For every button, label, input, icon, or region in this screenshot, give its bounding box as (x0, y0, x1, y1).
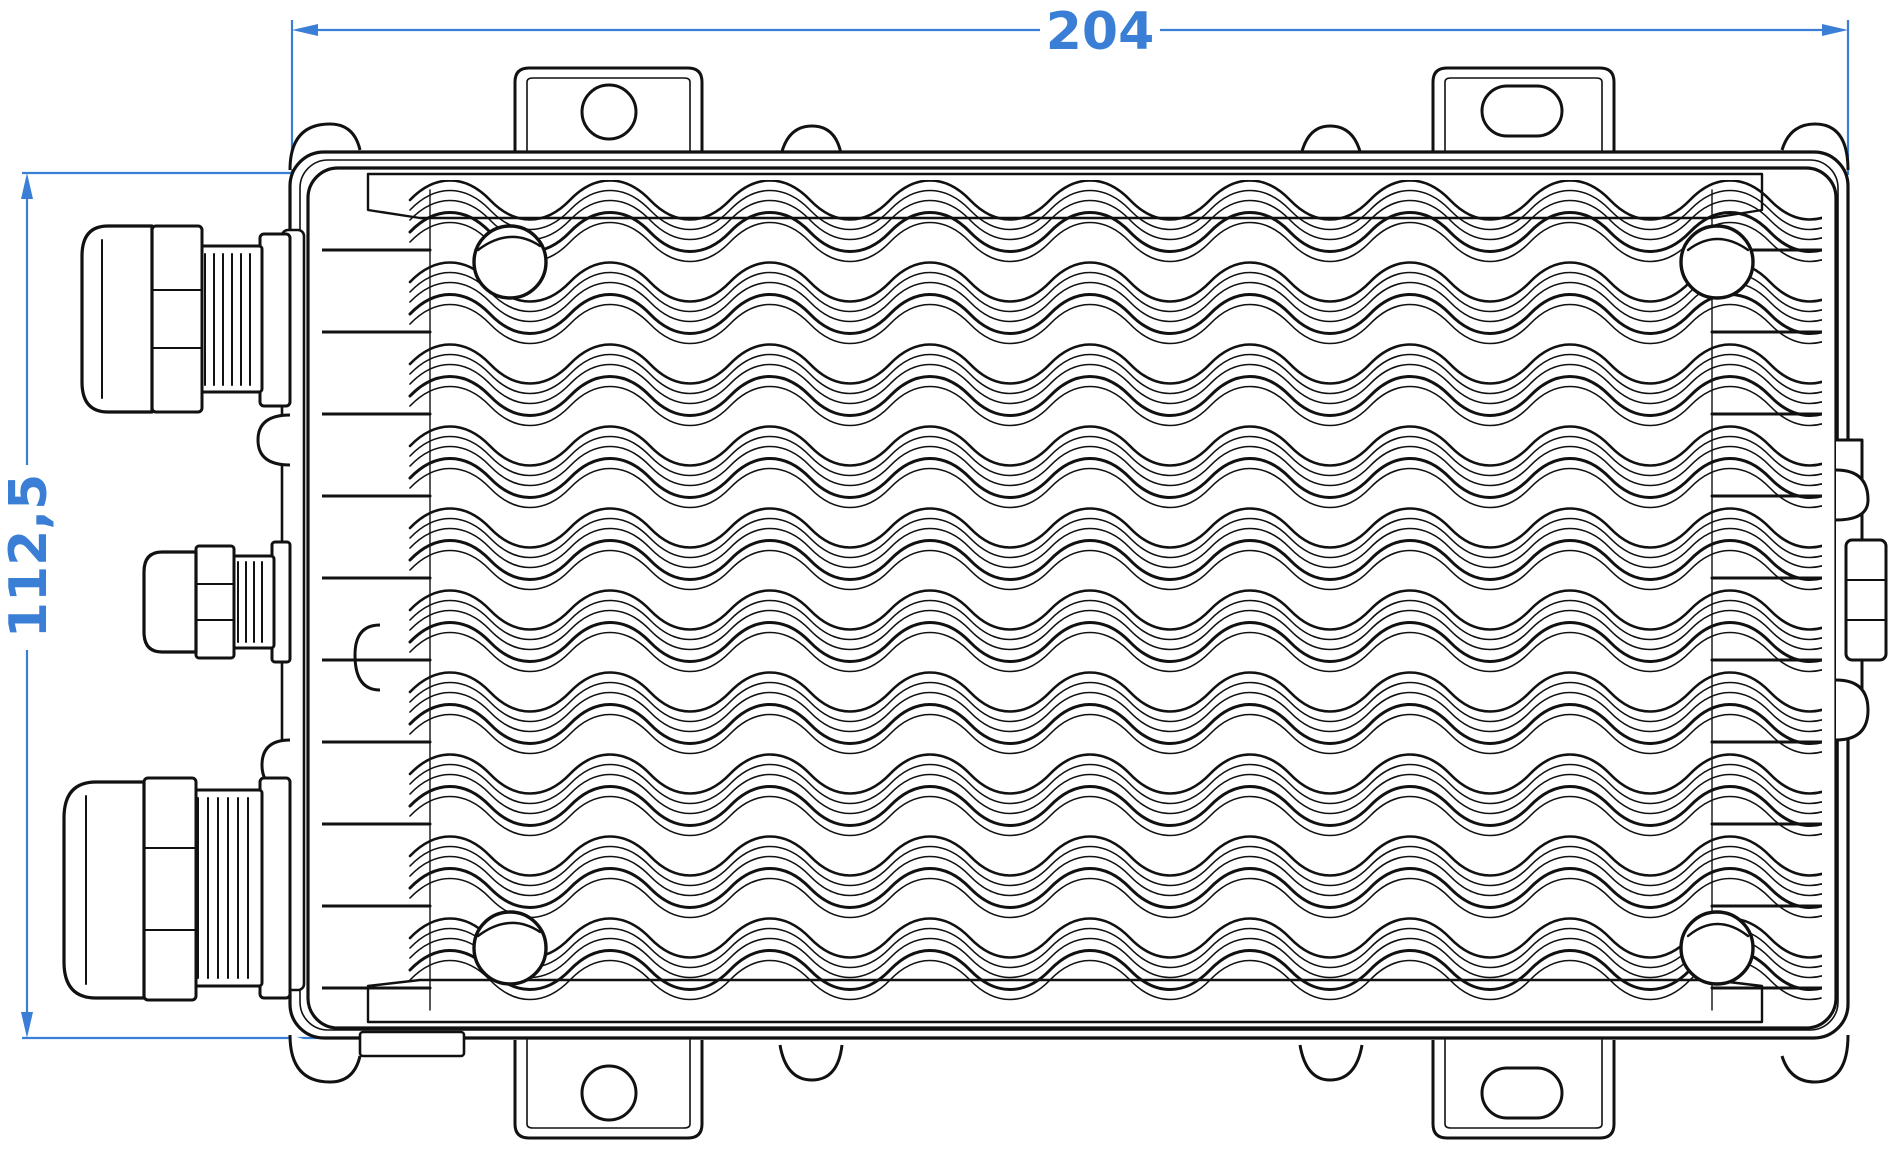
screw-top-left (472, 224, 548, 300)
height-arrow-top (21, 173, 33, 199)
cable-gland-bottom (62, 776, 292, 1002)
gland-cap (142, 550, 198, 654)
screw-bottom-right (1679, 910, 1755, 986)
lid-screws (472, 224, 1755, 986)
width-label: 204 (1046, 2, 1155, 62)
gland-hex-nut (150, 224, 204, 414)
width-dimension: 204 (290, 2, 1850, 185)
mounting-bracket-bottom-left (513, 1039, 704, 1140)
mounting-bracket-top-right (1431, 66, 1616, 161)
cable-gland-middle (142, 540, 292, 664)
gland-thread (204, 253, 251, 386)
height-label: 112,5 (0, 474, 59, 638)
gland-thread (197, 797, 249, 979)
gland-hex-nut (194, 544, 236, 660)
gland-thread (237, 561, 263, 643)
mounting-bracket-bottom-right (1431, 1039, 1616, 1140)
bracket-hole (580, 83, 638, 141)
bracket-slot (1480, 1066, 1564, 1120)
width-arrow-right (1822, 24, 1848, 36)
screw-top-right (1679, 224, 1755, 300)
height-arrow-bottom (21, 1012, 33, 1038)
fin-seams (429, 189, 1713, 1011)
gland-cap (62, 780, 146, 1000)
bracket-slot (1480, 84, 1564, 138)
cooling-fins (322, 180, 1822, 1011)
bracket-hole (580, 1064, 638, 1122)
gland-cap (80, 224, 154, 414)
side-bolt (1844, 538, 1888, 662)
screw-bottom-left (472, 910, 548, 986)
cable-gland-top (80, 224, 292, 414)
mounting-bracket-top-left (513, 66, 704, 161)
width-arrow-left (292, 24, 318, 36)
gland-hex-nut (142, 776, 198, 1002)
height-dimension: 112,5 (0, 171, 500, 1040)
